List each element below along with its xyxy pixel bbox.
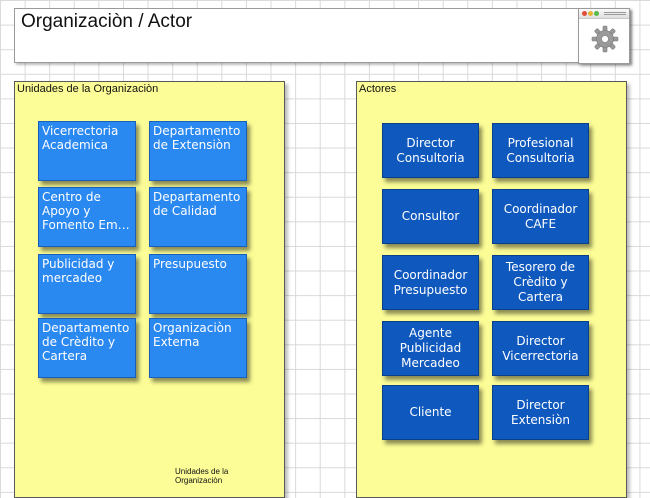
unit-box[interactable]: Vicerrectoria Academica [38, 121, 136, 181]
actor-box[interactable]: Coordinador CAFE [492, 189, 589, 244]
gear-icon [591, 25, 619, 53]
unit-label: Centro de Apoyo y Fomento Em… [42, 190, 130, 232]
units-panel-title: Unidades de la Organizaciòn [17, 83, 159, 95]
actor-box[interactable]: Cliente [382, 385, 479, 440]
maximize-dot-icon [594, 11, 599, 16]
unit-box[interactable]: Centro de Apoyo y Fomento Em… [38, 187, 136, 247]
actor-label: Director Consultoria [396, 135, 465, 165]
actor-label: Consultor [401, 209, 460, 223]
settings-thumbnail[interactable] [578, 8, 630, 64]
actor-label: Profesional Consultoria [506, 135, 575, 165]
thumbnail-titlebar [579, 9, 629, 19]
actor-label: Director Vicerrectoria [502, 333, 579, 363]
actor-box[interactable]: Director Consultoria [382, 123, 479, 178]
unit-label: Organizaciòn Externa [153, 321, 232, 349]
unit-box[interactable]: Presupuesto [149, 254, 247, 314]
actors-panel: Actores Director Consultoria Profesional… [356, 81, 627, 498]
units-panel: Unidades de la Organizaciòn Vicerrectori… [14, 81, 285, 498]
unit-box[interactable]: Departamento de Extensiòn [149, 121, 247, 181]
actor-label: Director Extensiòn [511, 397, 570, 427]
titlebar-text-lines [604, 12, 626, 15]
minimize-dot-icon [588, 11, 593, 16]
unit-box[interactable]: Publicidad y mercadeo [38, 254, 136, 314]
actors-panel-title: Actores [359, 83, 397, 95]
unit-label: Departamento de Extensiòn [153, 124, 241, 152]
actor-label: Tesorero de Crèdito y Cartera [505, 260, 576, 304]
actor-label: Agente Publicidad Mercadeo [399, 326, 462, 370]
unit-box[interactable]: Organizaciòn Externa [149, 318, 247, 378]
units-note: Unidades de la Organizaciòn [175, 467, 229, 485]
title-box: Organizaciòn / Actor [14, 8, 630, 63]
actor-box[interactable]: Tesorero de Crèdito y Cartera [492, 255, 589, 310]
actor-box[interactable]: Director Extensiòn [492, 385, 589, 440]
actor-box[interactable]: Profesional Consultoria [492, 123, 589, 178]
unit-label: Departamento de Crèdito y Cartera [42, 321, 130, 363]
unit-label: Vicerrectoria Academica [42, 124, 119, 152]
actor-label: Cliente [409, 405, 452, 419]
actor-box[interactable]: Consultor [382, 189, 479, 244]
actor-label: Coordinador Presupuesto [393, 267, 468, 297]
unit-box[interactable]: Departamento de Calidad [149, 187, 247, 247]
unit-label: Presupuesto [153, 257, 227, 271]
actor-box[interactable]: Coordinador Presupuesto [382, 255, 479, 310]
close-dot-icon [582, 11, 587, 16]
unit-label: Publicidad y mercadeo [42, 257, 115, 285]
unit-label: Departamento de Calidad [153, 190, 241, 218]
unit-box[interactable]: Departamento de Crèdito y Cartera [38, 318, 136, 378]
page-title: Organizaciòn / Actor [21, 11, 193, 32]
actor-label: Coordinador CAFE [503, 201, 578, 231]
actor-box[interactable]: Director Vicerrectoria [492, 321, 589, 376]
actor-box[interactable]: Agente Publicidad Mercadeo [382, 321, 479, 376]
